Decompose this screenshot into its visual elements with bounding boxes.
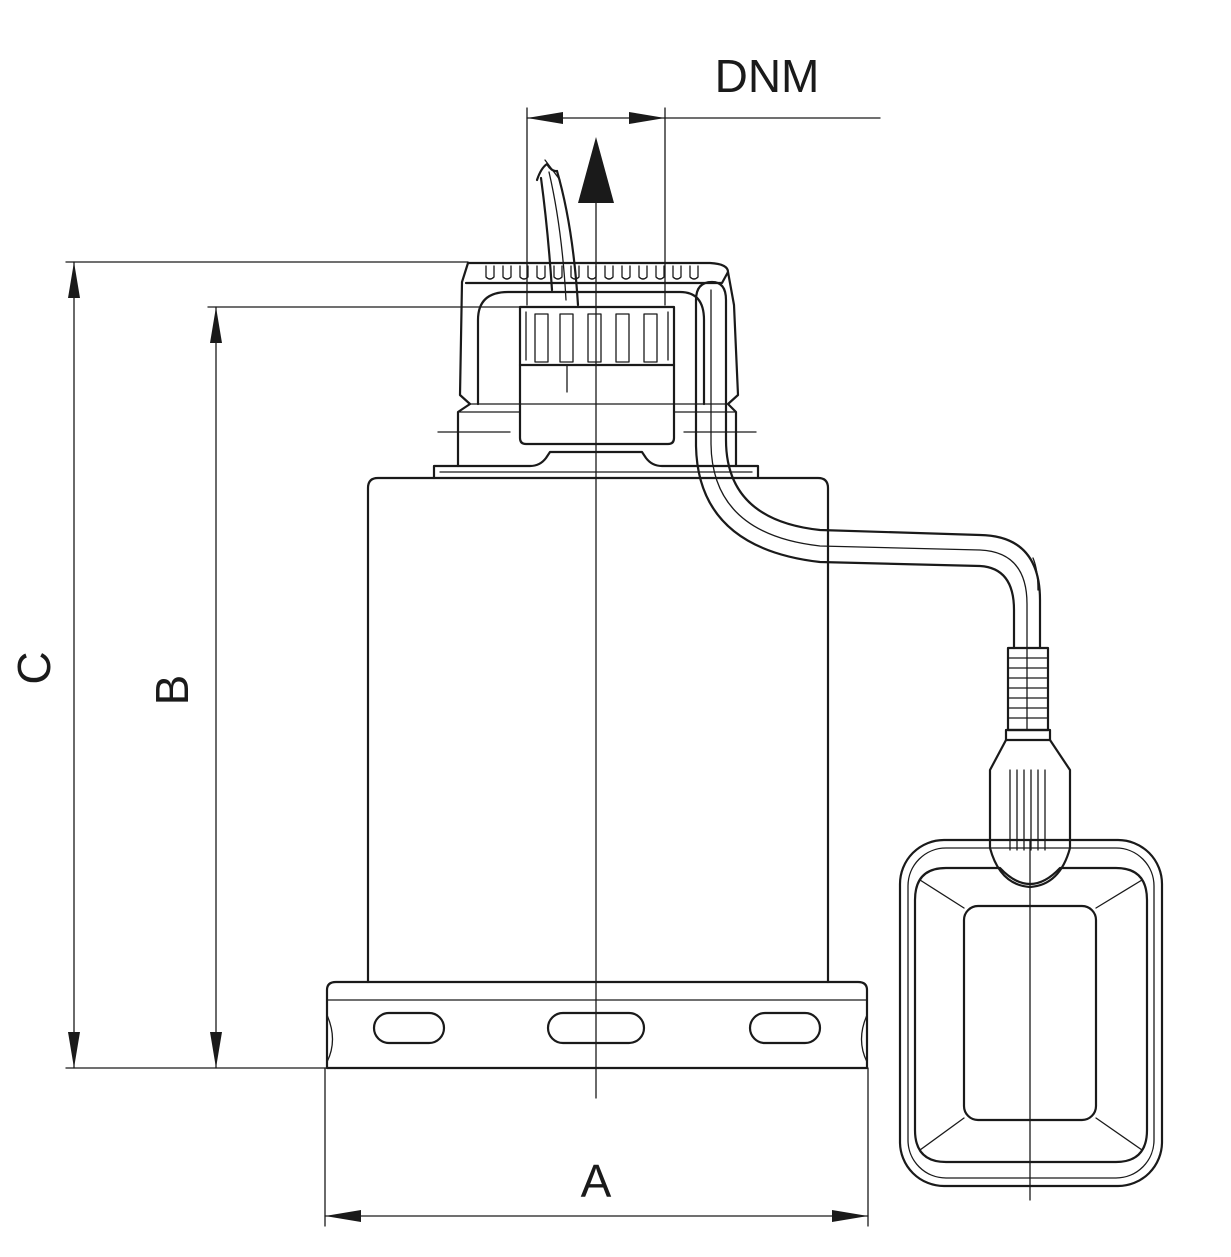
base-slot-right	[748, 1011, 822, 1045]
pump-base	[325, 980, 869, 1070]
cap-ribs	[485, 265, 699, 280]
pump-power-cable	[535, 159, 580, 307]
dim-dnm: DNM	[526, 50, 881, 306]
pump-upper-housing	[456, 261, 740, 468]
dim-c: C	[8, 261, 469, 1069]
a-label: A	[581, 1155, 612, 1207]
pump-outlet	[437, 305, 757, 446]
dnm-label: DNM	[715, 50, 820, 102]
base-slot-left	[372, 1011, 446, 1045]
c-label: C	[8, 651, 60, 684]
float-switch-body	[898, 838, 1164, 1201]
b-label: B	[146, 675, 198, 706]
float-switch-strain-relief	[1004, 646, 1052, 742]
pump-center-axis	[578, 137, 614, 1099]
pump-body	[366, 450, 830, 984]
flow-direction-arrow	[578, 137, 614, 203]
dim-b: B	[146, 306, 521, 1069]
dim-a: A	[324, 1067, 869, 1227]
float-switch-cable	[694, 280, 1042, 650]
